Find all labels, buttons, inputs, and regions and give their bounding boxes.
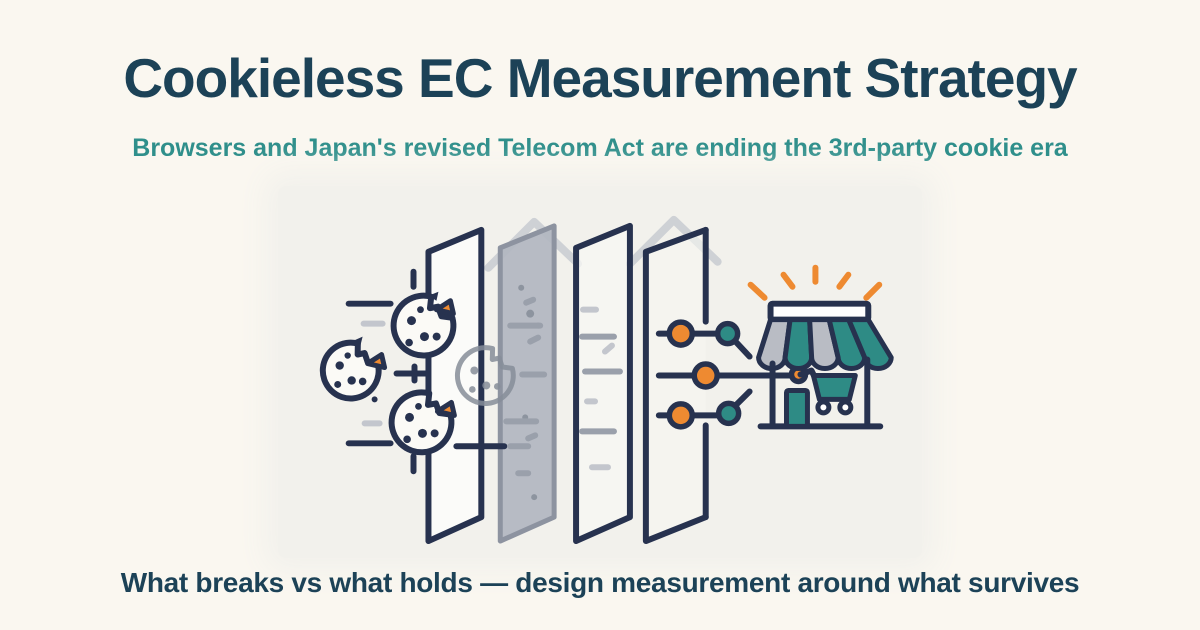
- hero-illustration: [278, 186, 922, 558]
- store-door: [784, 387, 810, 429]
- signal-node-graph-icon: [655, 319, 809, 430]
- privacy-panel-icon: [573, 222, 633, 545]
- privacy-panel-icon: [425, 226, 485, 545]
- fading-dashes: [579, 306, 623, 471]
- privacy-panel-gray-icon: [497, 223, 557, 544]
- speed-dashes: [345, 268, 430, 475]
- awning-icon: [756, 317, 894, 371]
- privacy-panel-open-icon: [642, 226, 709, 545]
- page-subtitle: Browsers and Japan's revised Telecom Act…: [132, 134, 1068, 162]
- ghost-cookie-icon: [454, 345, 516, 406]
- cookie-crumbs: [503, 284, 548, 501]
- shopping-cart-icon: [797, 367, 858, 416]
- page-title: Cookieless EC Measurement Strategy: [123, 47, 1077, 109]
- cookieless-flow-graphic: [319, 215, 894, 545]
- footer-caption: What breaks vs what holds — design measu…: [120, 567, 1080, 598]
- bitten-cookie-icon: [319, 291, 457, 456]
- storefront-icon: [747, 264, 894, 430]
- sparkle-rays-icon: [747, 264, 883, 301]
